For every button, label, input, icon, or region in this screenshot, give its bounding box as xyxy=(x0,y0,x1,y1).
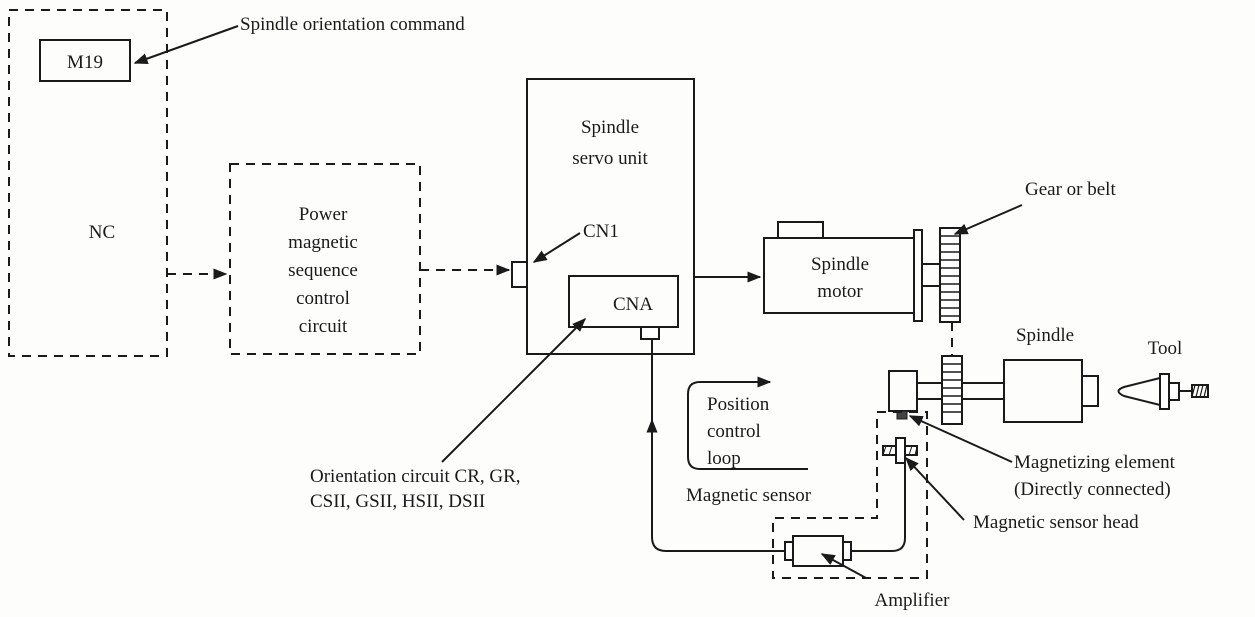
lower-gear xyxy=(941,355,963,425)
cn1-leader xyxy=(532,232,581,263)
cna-connector xyxy=(640,326,660,340)
amplifier-leader xyxy=(820,553,867,579)
orientation-circuit-line-1: Orientation circuit CR, GR, xyxy=(310,466,521,487)
nc-label: NC xyxy=(89,222,115,243)
motor-shaft xyxy=(921,263,941,287)
motor-line-1: Spindle xyxy=(811,254,869,275)
orientation-circuit-leader xyxy=(441,318,586,463)
sensor-head-leader xyxy=(905,456,965,521)
servo-unit-line-2: servo unit xyxy=(572,148,648,169)
motor-flange xyxy=(913,229,923,322)
motor-line-2: motor xyxy=(817,281,863,302)
position-loop-line-2: control xyxy=(707,421,761,442)
magnetic-sensor-outline xyxy=(772,411,928,579)
m19-box xyxy=(39,39,131,82)
amplifier-label: Amplifier xyxy=(875,590,951,611)
motor-terminal-box xyxy=(777,221,824,239)
power-circuit-line-1: Power xyxy=(299,204,348,225)
command-leader xyxy=(133,25,239,65)
spindle-label: Spindle xyxy=(1016,325,1074,346)
cna-label: CNA xyxy=(613,294,653,315)
cn1-label: CN1 xyxy=(583,221,619,242)
power-circuit-line-2: magnetic xyxy=(288,232,358,253)
nc-box xyxy=(8,9,168,357)
magnetizing-disk xyxy=(888,370,918,412)
magnetizing-line-2: (Directly connected) xyxy=(1014,479,1171,500)
magnetizing-line-1: Magnetizing element xyxy=(1014,452,1176,473)
magnetizing-leader xyxy=(908,415,1013,463)
spindle-body xyxy=(1003,359,1083,423)
gear-or-belt-label: Gear or belt xyxy=(1025,179,1116,200)
orientation-command-label: Spindle orientation command xyxy=(240,14,465,35)
tool-label: Tool xyxy=(1148,338,1183,359)
amp-to-cna-wire xyxy=(646,418,785,552)
upper-gear xyxy=(939,227,961,323)
power-circuit-line-5: circuit xyxy=(299,316,348,337)
servo-unit-box xyxy=(526,78,695,355)
position-loop-line-3: loop xyxy=(707,448,741,469)
power-circuit-box xyxy=(229,163,421,355)
head-to-amp-wire xyxy=(851,463,906,552)
tool-drawing xyxy=(1117,373,1209,410)
servo-unit-line-1: Spindle xyxy=(581,117,639,138)
sensor-head-label: Magnetic sensor head xyxy=(973,512,1139,533)
spindle-nose xyxy=(1081,375,1099,407)
power-circuit-line-3: sequence xyxy=(288,260,358,281)
position-loop-arrow xyxy=(687,376,808,470)
sensor-head xyxy=(882,437,918,464)
power-circuit-line-4: control xyxy=(296,288,350,309)
amplifier xyxy=(784,535,852,567)
m19-label: M19 xyxy=(67,52,103,73)
gear-leader xyxy=(953,204,1023,235)
cn1-connector xyxy=(511,261,528,288)
orientation-circuit-line-2: CSII, GSII, HSII, DSII xyxy=(310,491,485,512)
magnetic-sensor-label: Magnetic sensor xyxy=(686,485,812,506)
position-loop-line-1: Position xyxy=(707,394,770,415)
cna-box xyxy=(568,275,679,328)
